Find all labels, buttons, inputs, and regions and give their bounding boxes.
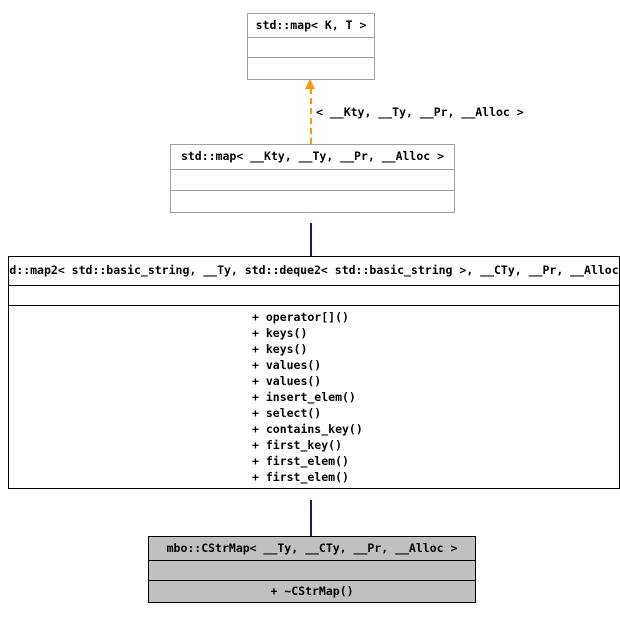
- inheritance-arrowhead-icon: [305, 211, 317, 223]
- inheritance-line: [310, 500, 312, 536]
- class-attributes-std-map-kt: [248, 38, 374, 58]
- class-attributes-std-map-kty: [171, 170, 454, 191]
- class-box-mbo-cstrmap[interactable]: mbo::CStrMap< __Ty, __CTy, __Pr, __Alloc…: [148, 536, 476, 603]
- template-binding-line: [310, 88, 312, 144]
- class-title-mbo-cstrmap: mbo::CStrMap< __Ty, __CTy, __Pr, __Alloc…: [149, 537, 475, 561]
- inheritance-line: [310, 223, 312, 256]
- template-binding-arrowhead-icon: [305, 79, 315, 89]
- operation-item: + first_elem(): [252, 470, 349, 484]
- operation-item: + keys(): [252, 326, 308, 340]
- class-attributes-mbo-cstrmap: [149, 561, 475, 581]
- class-operations-std-map-kty: [171, 191, 454, 212]
- class-operations-mbo-cstrmap: + ~CStrMap(): [149, 581, 475, 602]
- template-binding-label: < __Kty, __Ty, __Pr, __Alloc >: [316, 105, 524, 119]
- class-box-std-map2[interactable]: std::map2< std::basic_string, __Ty, std:…: [8, 256, 620, 489]
- class-title-std-map2: std::map2< std::basic_string, __Ty, std:…: [9, 257, 619, 286]
- class-title-std-map-kt: std::map< K, T >: [248, 14, 374, 38]
- operation-item: + values(): [252, 358, 322, 372]
- operation-item: + select(): [252, 406, 322, 420]
- inheritance-arrowhead-icon: [305, 488, 317, 500]
- class-attributes-std-map2: [9, 286, 619, 306]
- operation-item: + insert_elem(): [252, 390, 356, 404]
- operation-item: + ~CStrMap(): [270, 584, 354, 598]
- class-box-std-map-kty[interactable]: std::map< __Kty, __Ty, __Pr, __Alloc >: [170, 144, 455, 213]
- operation-item: + first_key(): [252, 438, 343, 452]
- operation-item: + first_elem(): [252, 454, 349, 468]
- class-box-std-map-kt[interactable]: std::map< K, T >: [247, 13, 375, 80]
- class-operations-std-map2: + operator[]() + keys() + keys() + value…: [9, 306, 619, 488]
- class-title-std-map-kty: std::map< __Kty, __Ty, __Pr, __Alloc >: [171, 145, 454, 170]
- operation-item: + contains_key(): [252, 422, 363, 436]
- class-operations-std-map-kt: [248, 58, 374, 79]
- operation-item: + values(): [252, 374, 322, 388]
- operation-item: + keys(): [252, 342, 308, 356]
- operation-item: + operator[](): [252, 310, 349, 324]
